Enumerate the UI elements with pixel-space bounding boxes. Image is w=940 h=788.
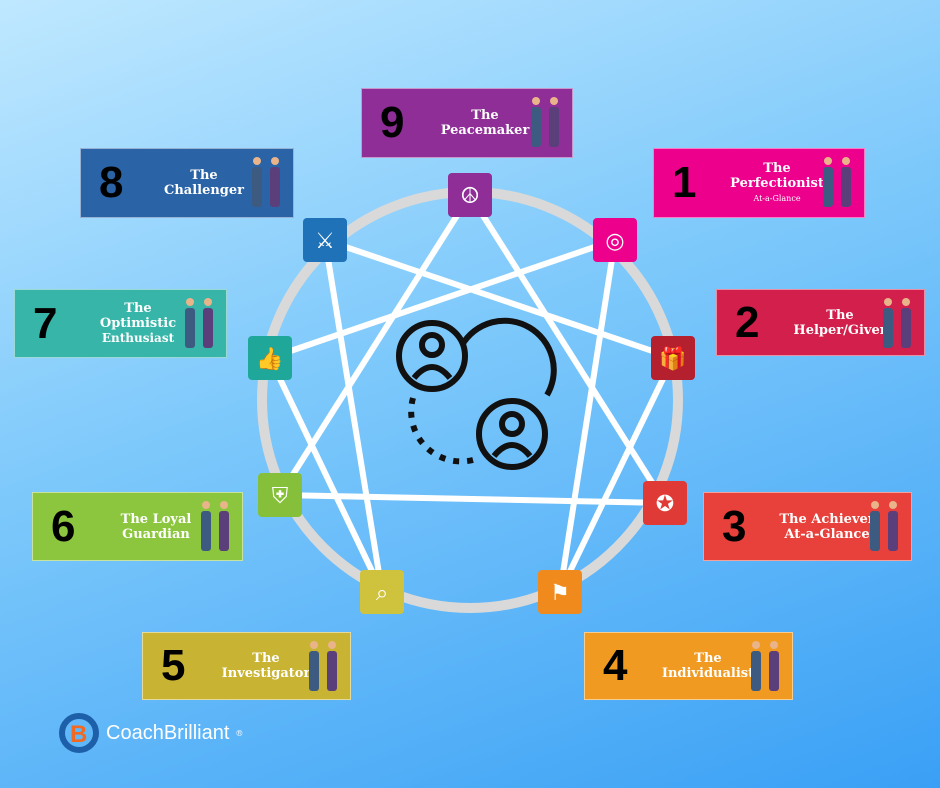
svg-text:🎁: 🎁 (659, 346, 686, 372)
people-illustration (822, 157, 852, 209)
coachbrilliant-logo: B CoachBrilliant ® (58, 712, 243, 754)
people-illustration (530, 97, 560, 149)
swords-icon: ⚔ (303, 218, 347, 262)
peace-icon: ☮ (448, 173, 492, 217)
type-number: 1 (672, 158, 697, 207)
connector-line-4-2 (557, 356, 676, 594)
svg-text:⚑: ⚑ (550, 581, 570, 606)
connector-line-1-4 (557, 239, 618, 593)
people-illustration (200, 501, 230, 553)
gift-icon: 🎁 (651, 336, 695, 380)
people-illustration (750, 641, 780, 693)
type-number: 4 (603, 641, 628, 690)
type-number: 3 (722, 501, 747, 551)
connector-line-5-7 (267, 356, 385, 594)
svg-text:👍: 👍 (256, 346, 283, 372)
people-illustration (184, 298, 214, 350)
svg-text:⛨: ⛨ (272, 484, 289, 509)
type-number: 7 (33, 298, 58, 348)
type-number: 9 (380, 98, 405, 147)
connector-line-2-8 (324, 237, 674, 361)
award-icon: ✪ (643, 481, 687, 525)
svg-text:B: B (70, 721, 87, 748)
center-people-icon (396, 317, 557, 470)
type-number: 2 (735, 297, 760, 347)
magnifier-icon: ⌕ (360, 570, 404, 614)
type-number: 5 (161, 641, 186, 690)
people-illustration (882, 298, 912, 350)
logo-text: CoachBrilliant (106, 721, 230, 744)
svg-text:⌕: ⌕ (376, 581, 388, 606)
svg-text:⚔: ⚔ (315, 229, 335, 254)
logo-mark-icon: B (59, 713, 99, 753)
people-illustration (869, 501, 899, 553)
connector-line-7-1 (269, 237, 616, 361)
thumbs-up-icon: 👍 (248, 336, 292, 380)
individual-icon: ⚑ (538, 570, 582, 614)
target-icon: ◎ (593, 218, 637, 262)
connector-line-8-5 (322, 239, 385, 593)
registered-mark: ® (235, 728, 244, 738)
shield-icon: ⛨ (258, 473, 302, 517)
connector-line-9-3 (467, 193, 668, 505)
people-illustration (308, 641, 338, 693)
svg-text:✪: ✪ (656, 492, 674, 517)
type-number: 8 (99, 158, 124, 207)
type-number: 6 (51, 501, 76, 551)
people-illustration (251, 157, 281, 209)
svg-text:☮: ☮ (460, 184, 480, 209)
svg-text:◎: ◎ (605, 229, 624, 254)
